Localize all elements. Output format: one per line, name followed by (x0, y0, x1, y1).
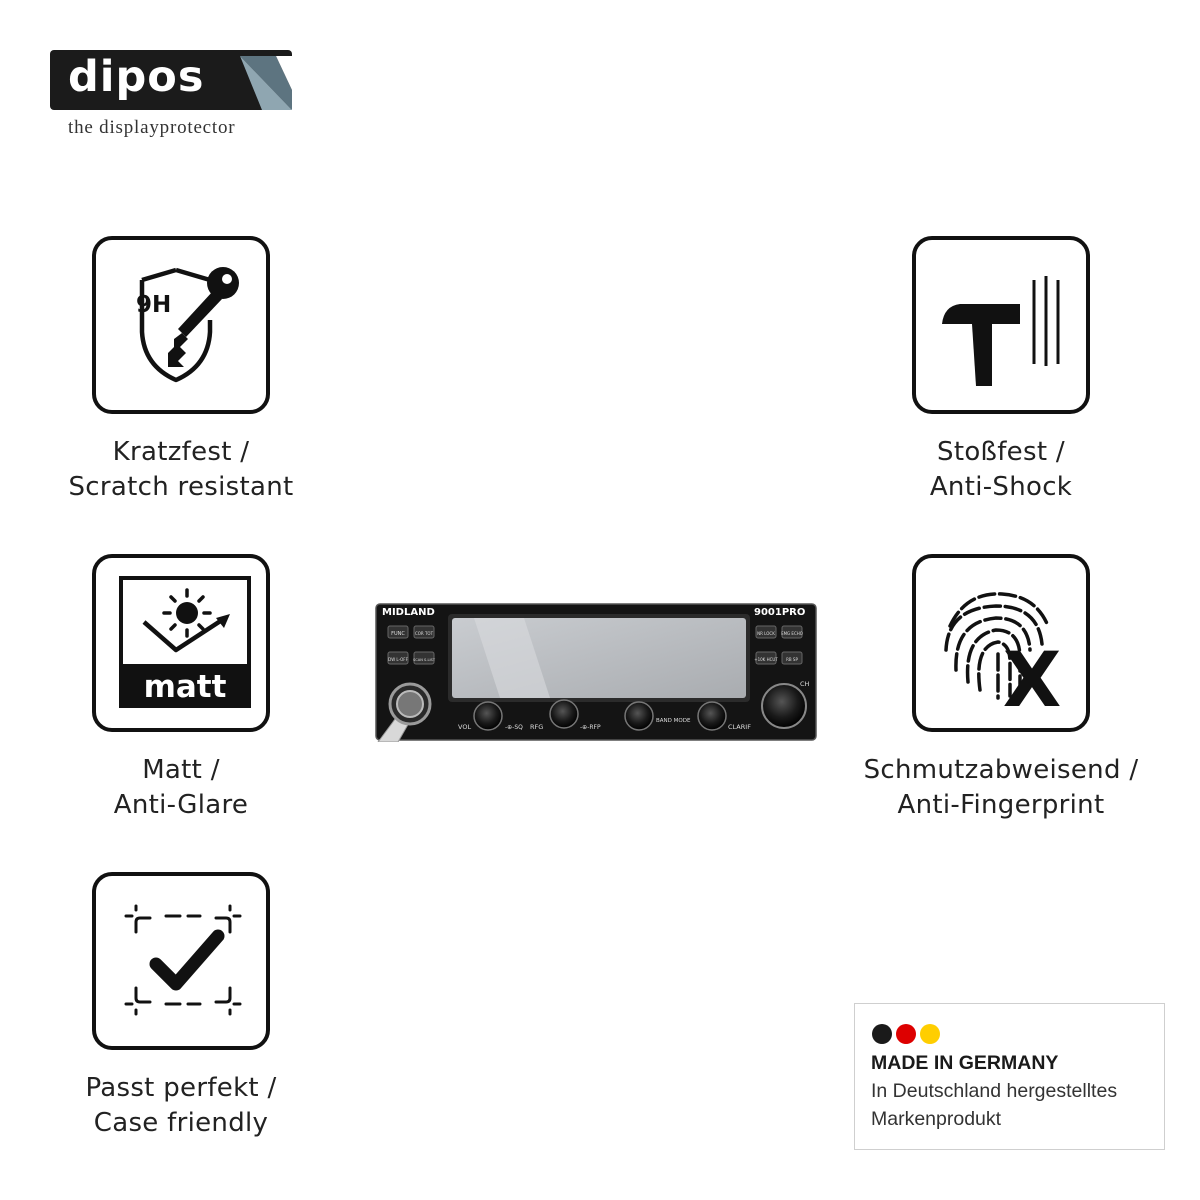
logo-tagline: the displayprotector (68, 117, 236, 138)
caption-en: Scratch resistant (68, 472, 294, 502)
key-label: +10K HCUT (754, 657, 778, 662)
knob-label: RFG (530, 723, 543, 731)
product-radio-image: MIDLAND 9001PRO FUNC COR TOT DW L-OFF SC… (374, 602, 820, 743)
caption-en: Anti-Fingerprint (897, 790, 1105, 820)
svg-text:X: X (1003, 635, 1062, 724)
key-label: RB SP (786, 657, 798, 662)
logo-wordmark: dipos (68, 52, 205, 102)
feature-icon-frame (92, 872, 270, 1050)
feature-anti-fingerprint: X Schmutzabweisend / Anti-Fingerprint (831, 554, 1171, 823)
made-in-germany-line1: In Deutschland hergestelltes (871, 1080, 1118, 1102)
caption-de: Kratzfest / (112, 437, 250, 467)
knob-label: CH (800, 680, 810, 688)
matt-badge: matt (144, 669, 227, 705)
knob-label: CLARIF (728, 723, 751, 731)
key-label: EMG ECHO (781, 631, 803, 636)
key-label: COR TOT (415, 631, 434, 636)
made-in-germany-line2: Markenprodukt (871, 1108, 1002, 1130)
feature-anti-glare: matt Matt / Anti-Glare (11, 554, 351, 823)
shield-key-icon: 9H (136, 267, 239, 383)
feature-caption: Matt / Anti-Glare (11, 753, 351, 823)
made-in-germany-title: MADE IN GERMANY (871, 1052, 1059, 1074)
feature-icon-frame: 9H (92, 236, 270, 414)
caption-de: Schmutzabweisend / (863, 755, 1139, 785)
knob-label: -⊕-SQ (505, 724, 523, 731)
fingerprint-x-icon: X (944, 592, 1062, 724)
caption-de: Passt perfekt / (85, 1073, 277, 1103)
made-in-germany-box: MADE IN GERMANY In Deutschland hergestel… (854, 1003, 1165, 1150)
hammer-icon (942, 276, 1060, 386)
feature-caption: Stoßfest / Anti-Shock (831, 435, 1171, 505)
knob-label: BAND MODE (656, 718, 691, 724)
caption-en: Anti-Glare (113, 790, 249, 820)
key-label: DW L-OFF (388, 657, 408, 662)
feature-scratch-resistant: 9H Kratzfest / Scratch resistant (11, 236, 351, 505)
logo-badge: dipos (50, 50, 292, 110)
flag-dot-red (896, 1024, 916, 1044)
knob-label: VOL (458, 723, 471, 731)
caption-en: Anti-Shock (929, 472, 1073, 502)
sun-matt-icon: matt (119, 576, 251, 708)
caption-en: Case friendly (93, 1108, 269, 1138)
peel-corner-icon (240, 56, 292, 110)
feature-icon-frame (912, 236, 1090, 414)
feature-caption: Kratzfest / Scratch resistant (11, 435, 351, 505)
cb-radio-illustration: MIDLAND 9001PRO FUNC COR TOT DW L-OFF SC… (375, 603, 817, 743)
checkmark-frame-icon (124, 904, 242, 1016)
feature-anti-shock: Stoßfest / Anti-Shock (831, 236, 1171, 505)
feature-icon-frame: X (912, 554, 1090, 732)
key-label: NR LOCK (757, 631, 775, 636)
caption-de: Matt / (142, 755, 220, 785)
key-label: SCAN S.LIST (413, 658, 436, 662)
left-keys: FUNC COR TOT DW L-OFF SCAN S.LIST (387, 625, 436, 665)
radio-model-label: 9001PRO (754, 607, 805, 618)
caption-de: Stoßfest / (937, 437, 1065, 467)
flag-dot-black (872, 1024, 892, 1044)
flag-dots (872, 1024, 940, 1044)
key-label: FUNC (391, 631, 405, 637)
feature-icon-frame: matt (92, 554, 270, 732)
knob-label: -⊕-RFP (580, 724, 601, 731)
flag-dot-gold (920, 1024, 940, 1044)
feature-caption: Schmutzabweisend / Anti-Fingerprint (831, 753, 1171, 823)
feature-caption: Passt perfekt / Case friendly (11, 1071, 351, 1141)
brand-logo: dipos the displayprotector (50, 50, 295, 138)
hardness-badge: 9H (136, 292, 171, 318)
right-keys: NR LOCK EMG ECHO +10K HCUT RB SP (754, 625, 803, 665)
feature-case-friendly: Passt perfekt / Case friendly (11, 872, 351, 1141)
radio-brand-label: MIDLAND (382, 607, 435, 618)
